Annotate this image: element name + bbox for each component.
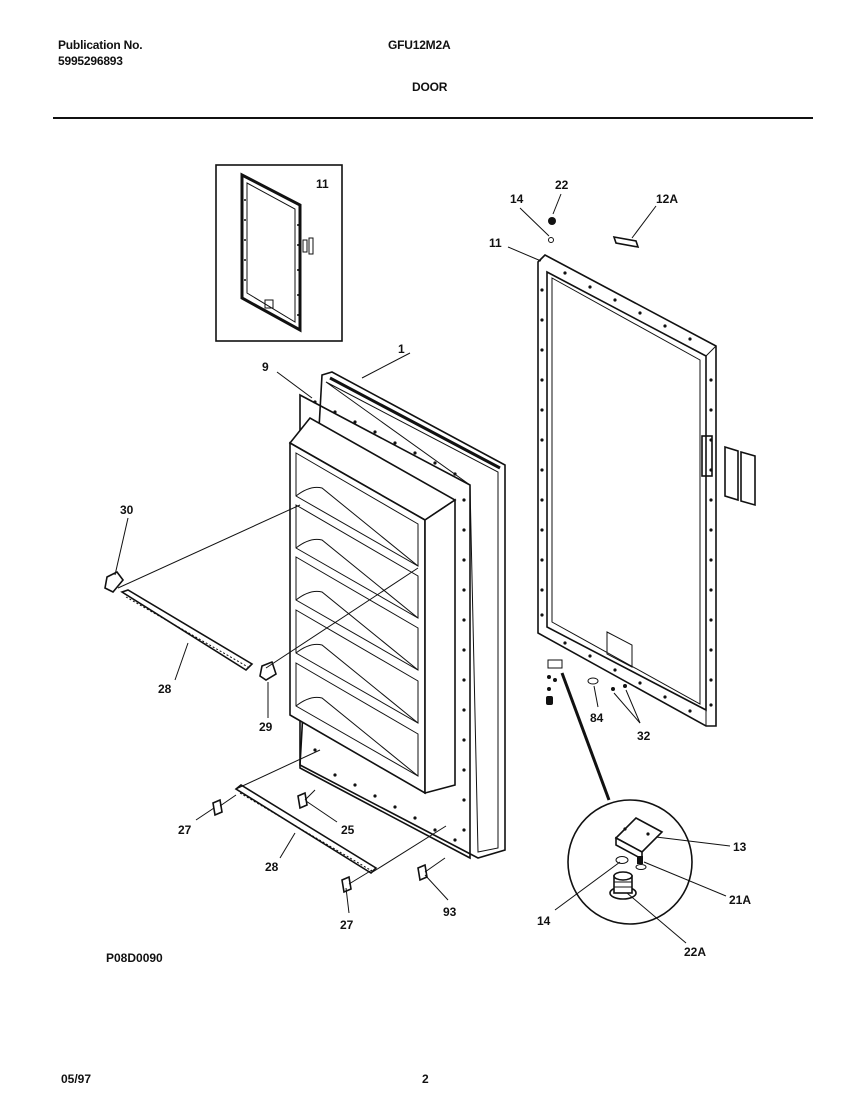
upper-shelf-rail — [104, 504, 419, 681]
callout-28-lower: 28 — [265, 860, 279, 874]
page-number: 2 — [422, 1072, 429, 1086]
callout-12A: 12A — [656, 192, 678, 206]
door-gasket — [537, 235, 756, 727]
section-title: DOOR — [412, 80, 448, 94]
callout-14-detail: 14 — [537, 914, 551, 928]
figure-code: P08D0090 — [106, 951, 163, 965]
header-rule — [53, 117, 813, 119]
callout-11: 11 — [489, 236, 502, 250]
callout-93: 93 — [443, 905, 457, 919]
callout-30: 30 — [120, 503, 134, 517]
callout-27-upper: 27 — [178, 823, 192, 837]
model-number: GFU12M2A — [388, 38, 451, 52]
leader-lines — [114, 193, 731, 944]
top-hinge-hardware — [548, 217, 556, 243]
door-liner — [288, 371, 506, 860]
publication-label: Publication No. — [58, 38, 143, 52]
liner-dots — [313, 400, 466, 842]
callout-84: 84 — [590, 711, 604, 725]
bottom-hinge-hardware — [546, 659, 627, 705]
callout-21A: 21A — [729, 893, 751, 907]
publication-number: 5995296893 — [58, 54, 123, 68]
callout-9: 9 — [262, 360, 269, 374]
callout-22: 22 — [555, 178, 569, 192]
callout-1: 1 — [398, 342, 405, 356]
callout-29: 29 — [259, 720, 273, 734]
callout-28-upper: 28 — [158, 682, 172, 696]
footer-date: 05/97 — [61, 1072, 92, 1086]
callout-inset-11: 11 — [316, 177, 329, 191]
callout-14-top: 14 — [510, 192, 524, 206]
callout-32: 32 — [637, 729, 651, 743]
screws — [212, 789, 446, 894]
callout-22A: 22A — [684, 945, 706, 959]
gasket-dots — [540, 271, 713, 713]
lower-shelf-rail — [234, 749, 447, 875]
inset-door-gasket-preview: 11 — [215, 164, 343, 342]
callout-25: 25 — [341, 823, 355, 837]
callout-13: 13 — [733, 840, 747, 854]
callout-27-lower: 27 — [340, 918, 354, 932]
hinge-detail-circle — [560, 672, 693, 925]
